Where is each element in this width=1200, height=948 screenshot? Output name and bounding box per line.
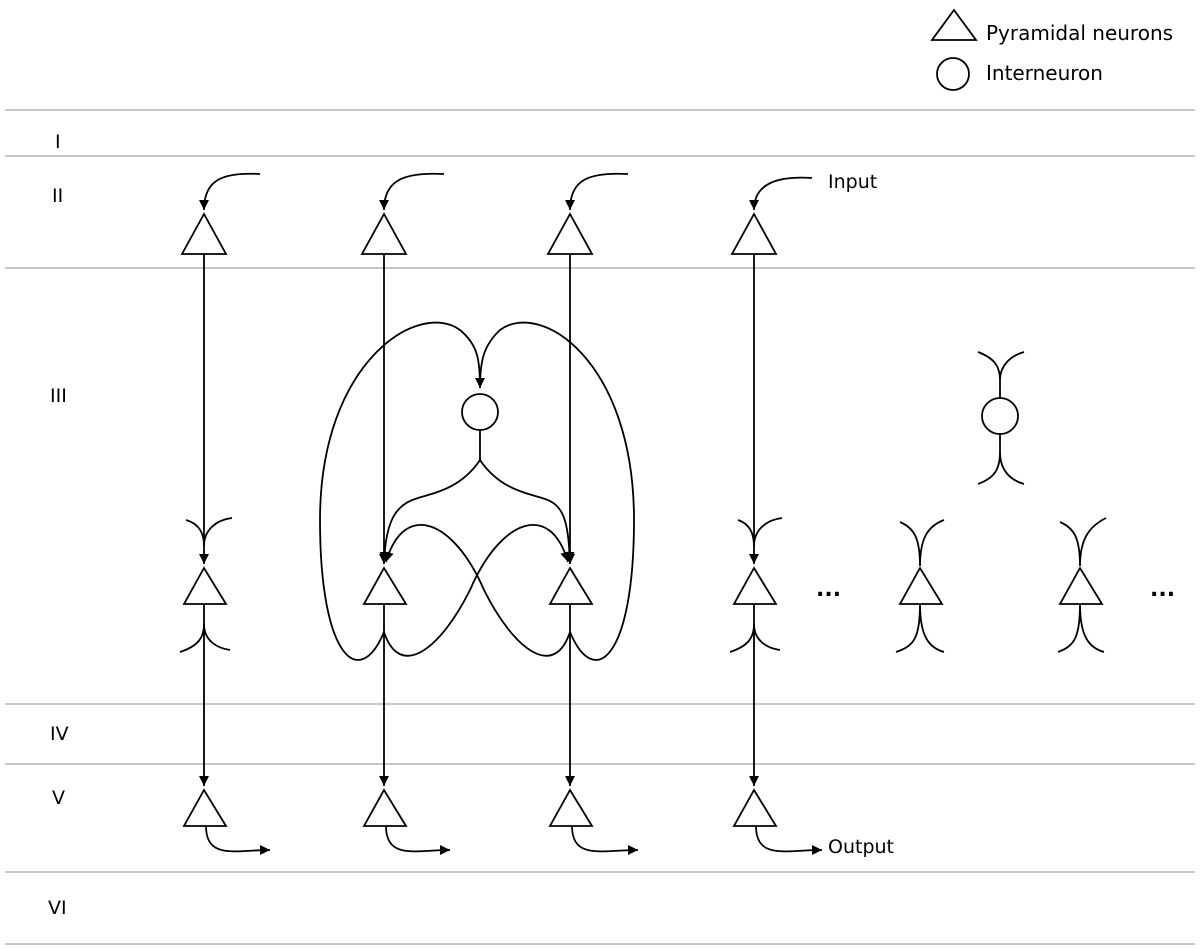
layer-labels: I II III IV V VI [48,131,69,919]
legend-triangle-icon [930,8,978,41]
pyramidal-neuron-layer3 [548,566,594,605]
recurrent-circuit [319,321,635,661]
cross-left-to-right [383,524,571,657]
ellipsis: ... [816,577,841,602]
output-label: Output [828,836,894,858]
pyramidal-neuron-layer3 [362,566,408,605]
output-curve [755,825,823,856]
pyramidal-neuron-layer2 [546,212,594,255]
input-curve [749,176,813,211]
output-curve [205,825,271,856]
input-curve [565,172,629,211]
pyramidal-neuron [898,566,944,605]
dendrite-fork-top [185,517,233,547]
interneuron-to-right [479,459,575,563]
column-1 [179,172,271,856]
pyramidal-neuron-layer2 [360,212,408,255]
dendrite-fork-top [899,519,945,567]
pyramidal-neuron-layer2 [730,212,778,255]
interneuron [981,397,1019,435]
cross-right-to-left [383,524,571,657]
right-side-elements: ... ... [816,351,1175,653]
pyramidal-neuron-layer5 [548,788,594,827]
layer-label-2: II [52,185,63,207]
pyramidal-neuron-layer3 [732,566,778,605]
layer-label-1: I [55,131,61,153]
column-2 [360,172,451,856]
pyramidal-neuron-layer5 [362,788,408,827]
input-curve [379,172,445,211]
pyramidal-neuron [1058,566,1104,605]
dendrite-fork-top [737,517,783,547]
outer-loop-left [319,321,485,661]
layer-label-3: III [50,385,67,407]
dendrite-fork-top [1059,517,1107,567]
layer-label-5: V [52,787,65,809]
output-curve [385,825,451,856]
outer-loop-right [479,321,635,661]
output-curve [571,825,639,856]
column-4: Input Output [729,171,894,858]
input-curve [199,172,261,211]
legend: Pyramidal neurons Interneuron [930,8,1173,91]
dendrite-fork-bottom [179,623,231,653]
dendrite-fork-bottom [977,451,1025,485]
legend-interneuron-label: Interneuron [986,61,1103,85]
interneuron-to-left [379,430,481,563]
dendrite-fork-bottom [1057,603,1105,653]
pyramidal-neuron-layer3 [182,566,228,605]
layer-boundaries [5,109,1195,945]
legend-pyramidal-label: Pyramidal neurons [986,21,1173,45]
dendrite-fork-bottom [729,623,781,653]
ellipsis: ... [1150,577,1175,602]
layer-label-4: IV [50,723,69,745]
input-label: Input [828,171,877,193]
pyramidal-neuron-layer5 [182,788,228,827]
interneuron [461,393,499,431]
pyramidal-neuron-layer2 [180,212,228,255]
dendrite-fork-bottom [895,603,945,653]
legend-circle-icon [936,57,970,91]
column-3 [546,172,639,856]
dendrite-fork-top [977,351,1025,381]
layer-label-6: VI [48,897,67,919]
pyramidal-neuron-layer5 [732,788,778,827]
